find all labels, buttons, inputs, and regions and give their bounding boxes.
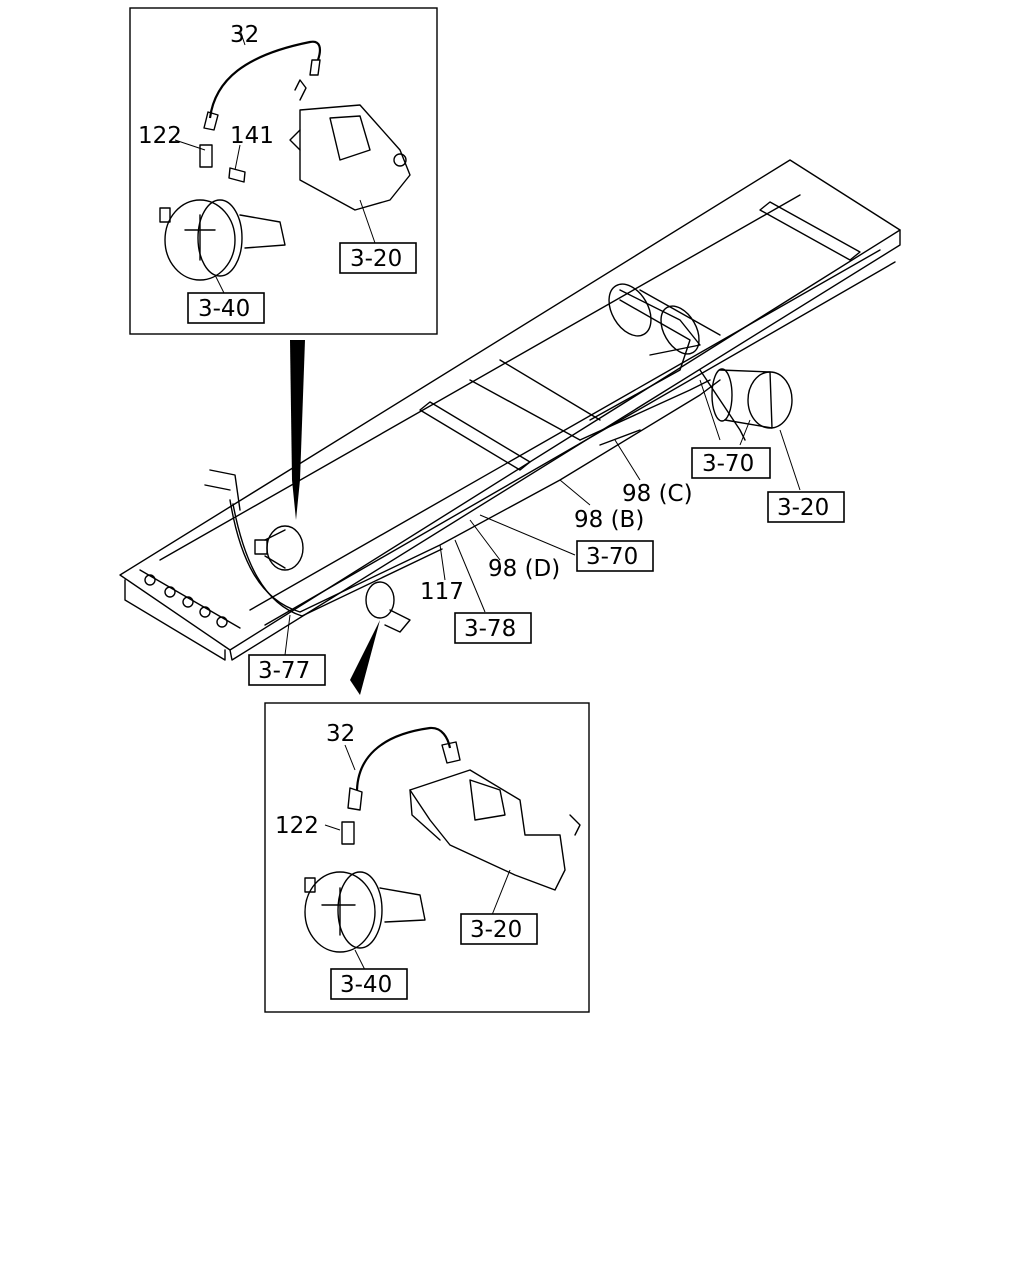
ref-box-3-78 bbox=[454, 612, 532, 644]
ref-3-70-lower: 3-70 bbox=[586, 544, 638, 570]
air-tank-center bbox=[608, 283, 701, 356]
label-141-top: 141 bbox=[230, 123, 274, 149]
ref-box-3-40-top bbox=[187, 292, 265, 324]
label-32-bottom: 32 bbox=[326, 721, 355, 747]
ref-box-3-70-lower bbox=[576, 540, 654, 572]
ref-3-20-right: 3-20 bbox=[777, 495, 829, 521]
ref-3-78: 3-78 bbox=[464, 616, 516, 642]
ref-3-20-top: 3-20 bbox=[350, 246, 402, 272]
brake-chamber-left bbox=[254, 525, 304, 571]
ref-3-77: 3-77 bbox=[258, 658, 310, 684]
leader-lines-main bbox=[284, 379, 801, 656]
ref-box-3-40-bottom bbox=[330, 968, 408, 1000]
label-98b: 98 (B) bbox=[574, 507, 644, 533]
ref-box-3-77 bbox=[248, 654, 326, 686]
ref-box-3-20-bottom bbox=[460, 913, 538, 945]
brake-pipes bbox=[204, 299, 721, 617]
ref-box-3-20-right bbox=[767, 491, 845, 523]
label-122-top: 122 bbox=[138, 123, 182, 149]
chassis-frame bbox=[119, 159, 901, 661]
ref-3-40-top: 3-40 bbox=[198, 296, 250, 322]
callout-arrows bbox=[290, 340, 380, 695]
ref-box-3-70-upper bbox=[691, 447, 771, 479]
ref-3-40-bottom: 3-40 bbox=[340, 972, 392, 998]
label-122-bottom: 122 bbox=[275, 813, 319, 839]
label-117: 117 bbox=[420, 579, 464, 605]
ref-3-70-upper: 3-70 bbox=[702, 451, 754, 477]
bottom-detail-panel bbox=[264, 702, 590, 1013]
ref-3-20-bottom: 3-20 bbox=[470, 917, 522, 943]
label-98d: 98 (D) bbox=[488, 556, 560, 582]
brake-chamber-right bbox=[699, 368, 793, 441]
ref-box-3-20-top bbox=[339, 242, 417, 274]
top-detail-panel bbox=[129, 7, 438, 335]
brake-chamber-lower bbox=[365, 581, 411, 633]
label-98c: 98 (C) bbox=[622, 481, 693, 507]
label-32-top: 32 bbox=[230, 22, 259, 48]
